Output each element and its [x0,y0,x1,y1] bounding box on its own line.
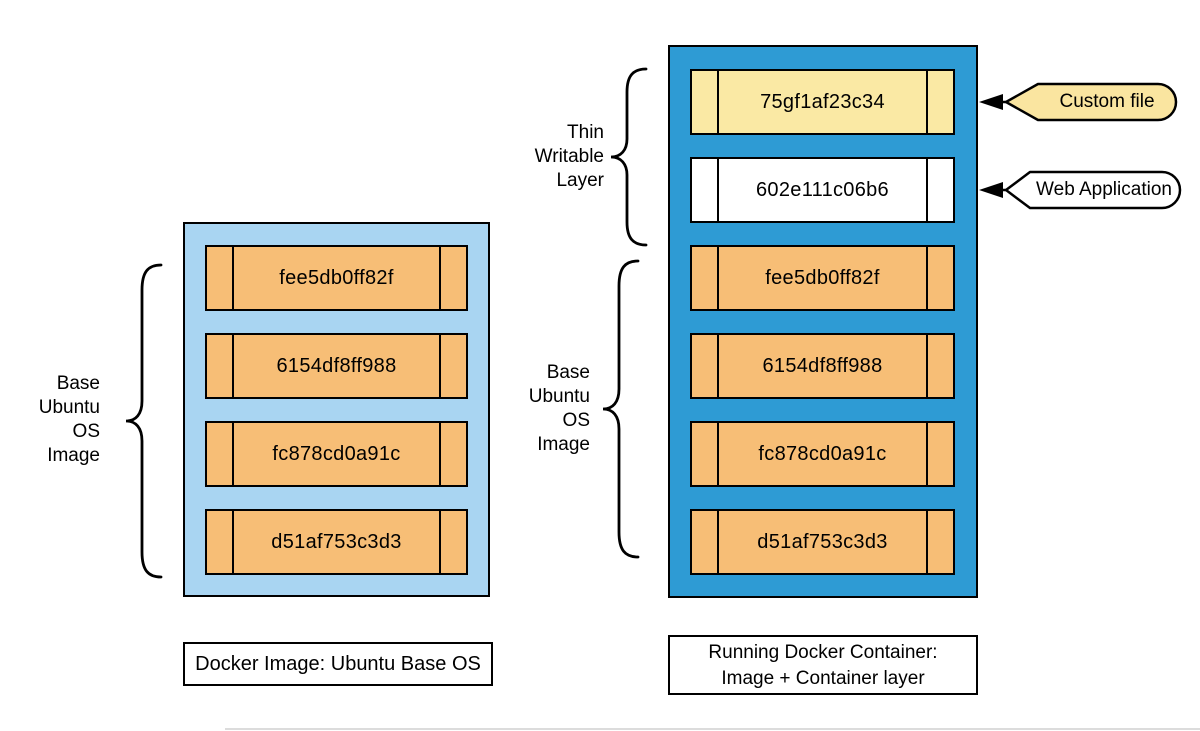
label-line: Thin [567,122,604,143]
label-line: Image [537,434,590,455]
left-base-image-label: Base Ubuntu OS Image [39,372,100,468]
layer-id: fee5db0ff82f [765,266,880,289]
callout-shape [1004,82,1178,122]
label-line: Ubuntu [528,386,590,407]
layer-row: fc878cd0a91c [205,421,468,487]
web-application-label: Web Application [1036,179,1172,200]
label-line: Ubuntu [38,397,100,418]
docker-image-box: fee5db0ff82f 6154df8ff988 fc878cd0a91c d… [183,222,490,597]
layer-row: 75gf1af23c34 [690,69,955,135]
layer-row: fc878cd0a91c [690,421,955,487]
layer-row: d51af753c3d3 [205,509,468,575]
curly-brace-icon [610,67,648,247]
label-line: Image [47,445,100,466]
arrowhead-icon [979,182,1003,198]
layer-id: fee5db0ff82f [279,266,394,289]
caption-line: Running Docker Container: [708,642,938,663]
web-application-callout [979,170,1182,210]
curly-brace-icon [602,259,640,559]
docker-container-box: 75gf1af23c34 602e111c06b6 fee5db0ff82f 6… [668,45,978,598]
layer-id: 75gf1af23c34 [760,90,885,113]
right-caption-box: Running Docker Container: Image + Contai… [668,635,978,695]
layer-row: 6154df8ff988 [690,333,955,399]
layer-id: d51af753c3d3 [757,530,888,553]
callout-shape [1004,170,1182,210]
layer-id: fc878cd0a91c [272,442,401,465]
custom-file-label: Custom file [1059,91,1155,112]
caption-text: Docker Image: Ubuntu Base OS [195,652,481,675]
layer-row: 6154df8ff988 [205,333,468,399]
curly-brace-icon [125,263,163,579]
label-line: Layer [556,170,604,191]
left-caption-box: Docker Image: Ubuntu Base OS [183,642,493,686]
label-line: Base [546,362,590,383]
label-line: OS [72,421,100,442]
right-base-image-label: Base Ubuntu OS Image [529,361,590,457]
layer-row: fee5db0ff82f [690,245,955,311]
label-line: Base [56,373,100,394]
custom-file-callout [979,82,1178,122]
layer-id: 6154df8ff988 [276,354,397,377]
layer-row: fee5db0ff82f [205,245,468,311]
caption-line: Image + Container layer [721,668,925,689]
label-line: OS [562,410,590,431]
label-line: Writable [534,146,604,167]
bottom-divider [225,728,1200,730]
layer-row: 602e111c06b6 [690,157,955,223]
layer-id: 602e111c06b6 [756,178,889,201]
layer-row: d51af753c3d3 [690,509,955,575]
layer-id: d51af753c3d3 [271,530,402,553]
arrowhead-icon [979,94,1003,110]
layer-id: fc878cd0a91c [758,442,887,465]
thin-writable-layer-label: Thin Writable Layer [535,121,604,193]
layer-id: 6154df8ff988 [762,354,883,377]
